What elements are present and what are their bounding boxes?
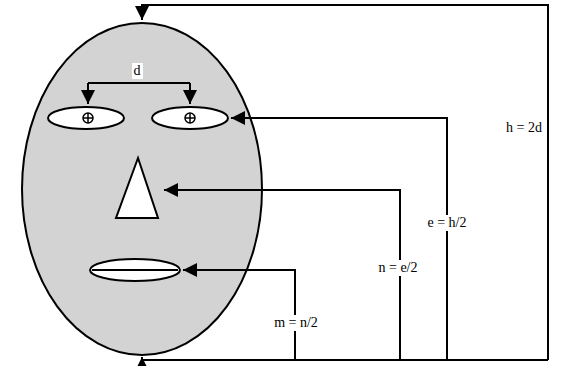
nose xyxy=(116,158,158,218)
pupil-symbols xyxy=(83,113,195,123)
dimension-label: h = 2d xyxy=(504,120,544,136)
right-eye xyxy=(152,107,228,129)
dimension-label: d xyxy=(132,63,143,79)
distance-bracket xyxy=(88,83,190,104)
dimension-label: n = e/2 xyxy=(377,260,420,276)
mouth-line xyxy=(92,269,178,271)
left-eye xyxy=(48,107,124,129)
mouth xyxy=(90,259,180,281)
dimension-label: e = h/2 xyxy=(426,215,469,231)
dimension-label: m = n/2 xyxy=(272,315,320,331)
measure-lines xyxy=(142,5,548,360)
